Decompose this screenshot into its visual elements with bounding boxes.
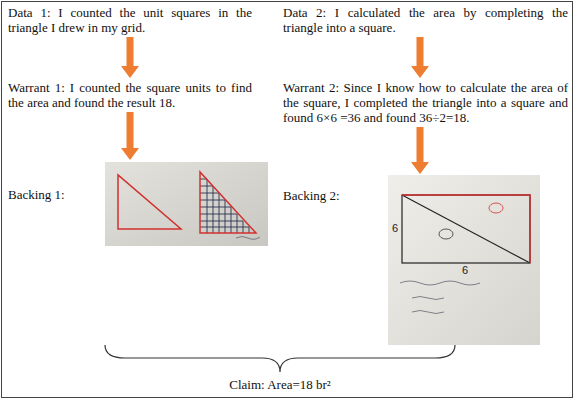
text-block: Backing 2:: [283, 176, 543, 346]
text-block: Backing 1:: [8, 162, 270, 247]
flow-arrow: [411, 127, 429, 174]
arrow-shape: [411, 127, 429, 174]
text-block: Warrant 1: I counted the square units to…: [8, 80, 252, 110]
block-text: Data 1: I counted the unit squares in th…: [8, 5, 252, 35]
block-text: Warrant 2: Since I know how to calculate…: [283, 80, 568, 125]
text-block: Data 2: I calculated the area by complet…: [283, 5, 568, 35]
text-block: Warrant 2: Since I know how to calculate…: [283, 80, 568, 125]
block-text: Data 2: I calculated the area by complet…: [283, 5, 568, 35]
block-text: Backing 1:: [8, 187, 270, 202]
block-text: Claim: Area=18 br²: [170, 377, 390, 392]
block-text: Warrant 1: I counted the square units to…: [8, 80, 252, 110]
backing1-photo: [105, 162, 268, 246]
backing2-photo: [388, 175, 540, 345]
block-text: Backing 2:: [283, 188, 543, 203]
brace: [105, 345, 455, 372]
arrow-shape: [411, 37, 429, 78]
flow-arrow: [121, 112, 139, 160]
arrow-shape: [121, 112, 139, 160]
flow-arrow: [121, 37, 139, 78]
text-block: Claim: Area=18 br²: [170, 377, 390, 392]
side-length: 6: [462, 264, 468, 276]
side-length: 6: [392, 222, 398, 234]
text-block: Data 1: I counted the unit squares in th…: [8, 5, 252, 35]
arrow-shape: [121, 37, 139, 78]
flow-arrow: [411, 37, 429, 78]
